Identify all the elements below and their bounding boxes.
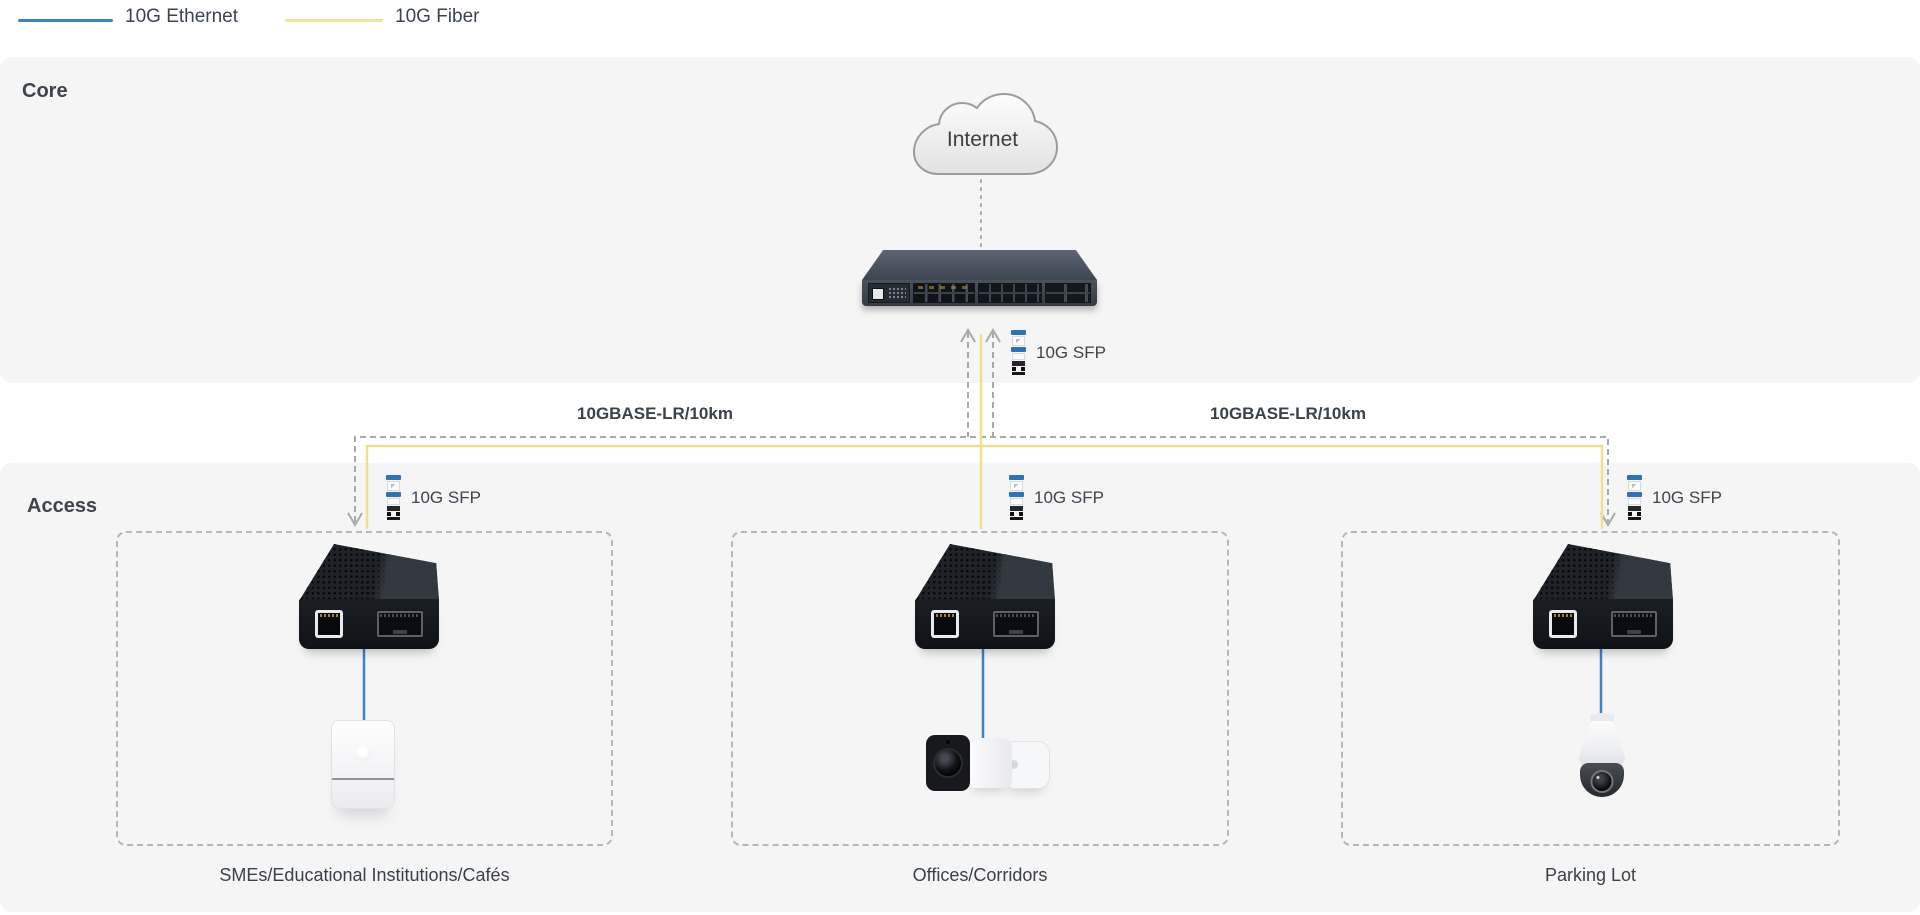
camera-mic-dot	[946, 740, 950, 744]
switch-sfp-ports	[978, 283, 1042, 303]
sfp-port	[993, 611, 1039, 637]
sfp-port	[377, 611, 423, 637]
ethernet-legend-line	[18, 19, 113, 22]
converter-front-panel	[915, 599, 1055, 649]
media-converter-2	[915, 541, 1055, 649]
switch-uplink-ports	[1045, 283, 1091, 303]
media-converter-1	[299, 541, 439, 649]
core-switch-device	[862, 250, 1097, 306]
sfp-module-icon	[386, 475, 401, 520]
ap-divider	[332, 778, 394, 780]
access-sfp-unit-2: 10G SFP	[1009, 475, 1104, 520]
access-group-box-1	[116, 531, 613, 846]
ap-led	[355, 745, 371, 761]
core-sfp-unit: 10G SFP	[1011, 330, 1106, 375]
fiber-legend-line	[285, 19, 383, 22]
converter-front-panel	[1533, 599, 1673, 649]
switch-console-leds	[868, 283, 910, 303]
rj45-port	[931, 610, 959, 638]
sfp-module-icon	[1009, 475, 1024, 520]
bullet-camera-device	[926, 735, 1050, 793]
converter-top-face	[915, 544, 1055, 601]
access-group-caption-2: Offices/Corridors	[912, 865, 1048, 885]
core-section-label: Core	[22, 80, 68, 102]
access-sfp-label-1: 10G SFP	[411, 487, 481, 507]
ptz-mount-collar	[1590, 710, 1614, 722]
converter-top-face	[299, 544, 439, 601]
access-group-box-3	[1341, 531, 1840, 846]
cloud-icon	[912, 92, 1059, 175]
ptz-housing	[1578, 721, 1626, 767]
ptz-camera-device	[1577, 710, 1627, 799]
core-sfp-label: 10G SFP	[1036, 342, 1106, 362]
access-section-label: Access	[27, 495, 98, 517]
camera-body	[966, 738, 1012, 788]
access-group-box-2	[731, 531, 1229, 846]
access-sfp-unit-3: 10G SFP	[1627, 475, 1722, 520]
rj45-port	[1549, 610, 1577, 638]
sfp-module-icon	[1627, 475, 1642, 520]
converter-top-face	[1533, 544, 1673, 601]
camera-lens-icon	[933, 748, 963, 778]
sfp-port	[1611, 611, 1657, 637]
access-sfp-label-2: 10G SFP	[1034, 487, 1104, 507]
internet-label: Internet	[946, 128, 1019, 151]
ethernet-legend-label: 10G Ethernet	[125, 6, 239, 27]
fiber-legend-label: 10G Fiber	[395, 6, 480, 27]
switch-front-panel	[862, 280, 1097, 306]
media-converter-3	[1533, 541, 1673, 649]
right-span-label: 10GBASE-LR/10km	[1210, 404, 1366, 423]
switch-rj45-ports	[913, 283, 975, 303]
left-span-label: 10GBASE-LR/10km	[577, 404, 733, 423]
access-sfp-unit-1: 10G SFP	[386, 475, 481, 520]
sfp-module-icon	[1011, 330, 1026, 375]
camera-front	[926, 735, 970, 791]
access-sfp-label-3: 10G SFP	[1652, 487, 1722, 507]
converter-front-panel	[299, 599, 439, 649]
access-group-caption-3: Parking Lot	[1544, 865, 1637, 885]
access-point-device	[331, 720, 395, 809]
access-group-caption-1: SMEs/Educational Institutions/Cafés	[219, 865, 510, 885]
ptz-dome	[1580, 763, 1624, 797]
switch-top-face	[862, 250, 1097, 280]
internet-cloud: Internet	[905, 86, 1060, 180]
ptz-lens-icon	[1590, 770, 1614, 793]
rj45-port	[315, 610, 343, 638]
